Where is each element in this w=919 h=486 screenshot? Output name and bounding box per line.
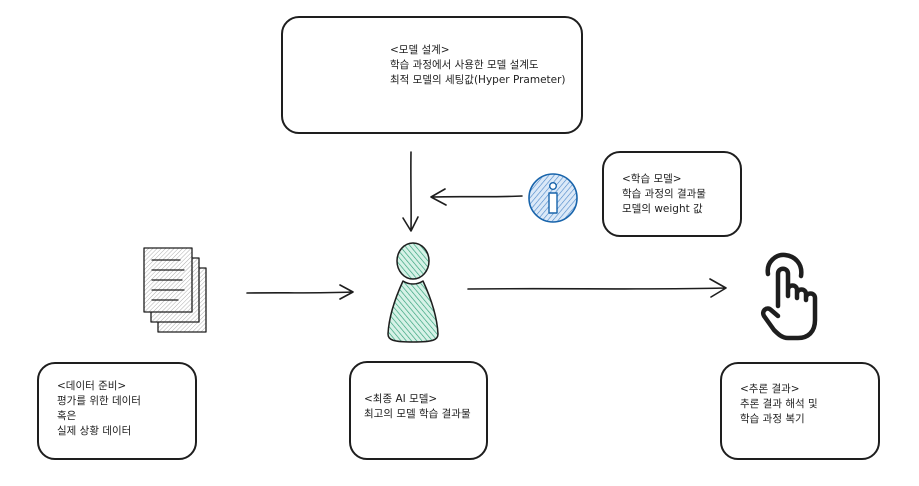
arrow-weights-to-model bbox=[430, 188, 523, 206]
card-learned-model-text: <학습 모델> 학습 과정의 결과물 모델의 weight 값 bbox=[622, 172, 706, 217]
card-final-model bbox=[349, 361, 488, 460]
card-model-design-line-2: 최적 모델의 세팅값(Hyper Prameter) bbox=[390, 74, 566, 86]
arrow-design-to-model bbox=[402, 151, 419, 232]
card-inference-result-title: <추론 결과> bbox=[740, 383, 800, 395]
card-data-prep bbox=[37, 362, 197, 460]
card-inference-result-line-1: 추론 결과 해석 및 bbox=[740, 398, 818, 410]
card-inference-result-line-2: 학습 과정 복기 bbox=[740, 413, 805, 425]
hand-pointer-icon bbox=[761, 252, 818, 341]
arrow-data-to-model bbox=[246, 284, 354, 300]
card-inference-result bbox=[720, 362, 880, 460]
card-learned-model-line-2: 모델의 weight 값 bbox=[622, 203, 703, 215]
card-model-design-line-1: 학습 과정에서 사용한 모델 설계도 bbox=[390, 59, 539, 71]
person-icon bbox=[387, 242, 439, 343]
card-data-prep-text: <데이터 준비> 평가를 위한 데이터 혹은 실제 상황 데이터 bbox=[57, 379, 141, 439]
card-final-model-text: <최종 AI 모델> 최고의 모델 학습 결과물 bbox=[364, 392, 471, 422]
card-learned-model-line-1: 학습 과정의 결과물 bbox=[622, 188, 706, 200]
card-data-prep-title: <데이터 준비> bbox=[57, 380, 127, 392]
card-data-prep-line-1: 평가를 위한 데이터 bbox=[57, 395, 141, 407]
card-model-design bbox=[281, 16, 583, 134]
card-learned-model-title: <학습 모델> bbox=[622, 173, 682, 185]
card-learned-model bbox=[602, 151, 742, 237]
card-final-model-title: <최종 AI 모델> bbox=[364, 393, 438, 405]
card-final-model-line-1: 최고의 모델 학습 결과물 bbox=[364, 408, 471, 420]
card-data-prep-line-3: 실제 상황 데이터 bbox=[57, 425, 132, 437]
stacked-documents-icon bbox=[143, 247, 207, 333]
arrow-model-to-inference bbox=[467, 278, 727, 298]
info-icon bbox=[528, 173, 578, 223]
card-data-prep-line-2: 혹은 bbox=[57, 410, 77, 422]
card-model-design-text: <모델 설계> 학습 과정에서 사용한 모델 설계도 최적 모델의 세팅값(Hy… bbox=[390, 43, 566, 88]
card-inference-result-text: <추론 결과> 추론 결과 해석 및 학습 과정 복기 bbox=[740, 382, 818, 427]
card-model-design-title: <모델 설계> bbox=[390, 44, 450, 56]
